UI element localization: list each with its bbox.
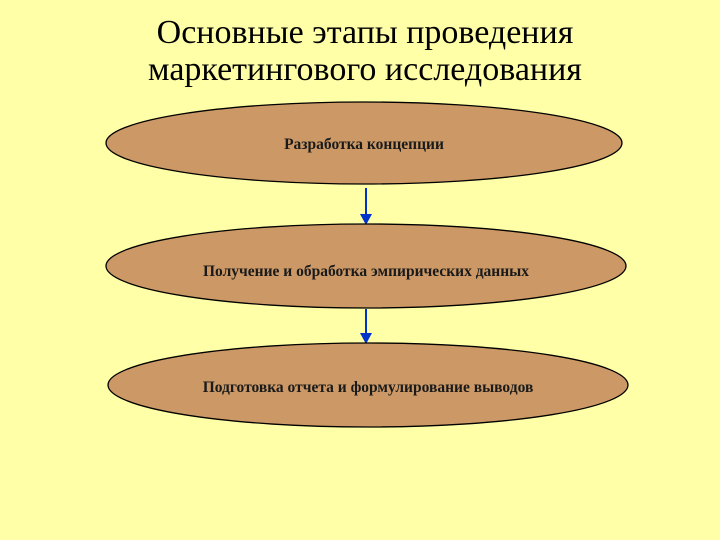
stage-1-label: Разработка концепции xyxy=(284,136,444,153)
stage-1: Разработка концепции xyxy=(105,101,623,185)
stage-2-label: Получение и обработка эмпирических данны… xyxy=(203,263,529,280)
arrow-2-head xyxy=(360,333,372,344)
title-line-1: Основные этапы проведения xyxy=(156,14,574,51)
arrow-1-head xyxy=(360,214,372,225)
title-line-2: маркетингового исследования xyxy=(148,51,582,88)
stage-2-ellipse xyxy=(105,223,627,309)
arrow-2 xyxy=(360,309,372,344)
stage-1-ellipse xyxy=(105,101,623,185)
stage-2: Получение и обработка эмпирических данны… xyxy=(105,223,627,309)
stage-3-ellipse xyxy=(107,342,629,428)
slide-title: Основные этапы проведения маркетингового… xyxy=(0,14,720,88)
stage-3: Подготовка отчета и формулирование вывод… xyxy=(107,342,629,428)
arrow-1 xyxy=(360,188,372,225)
stage-3-label: Подготовка отчета и формулирование вывод… xyxy=(203,379,534,396)
